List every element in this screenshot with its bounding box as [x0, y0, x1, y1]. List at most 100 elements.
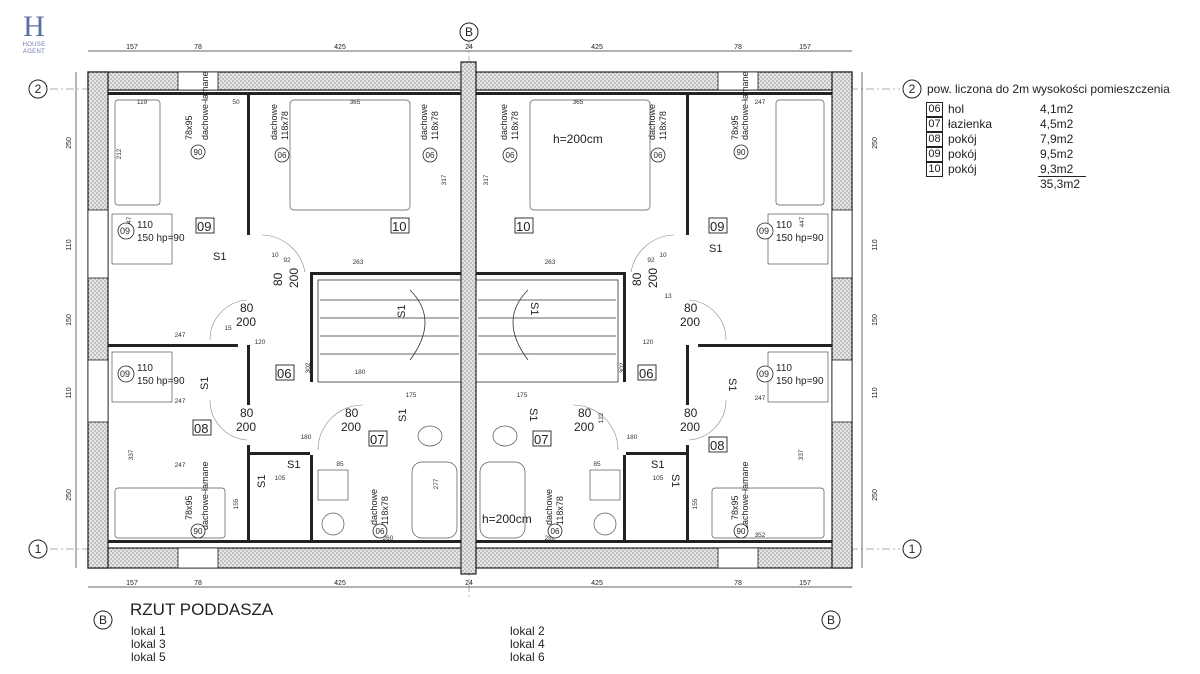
axis-bubbles — [28, 22, 922, 630]
legend-row: 08 pokój 7,9m2 — [926, 132, 1086, 147]
marker-90: 90 — [194, 527, 203, 536]
marker-90: 90 — [737, 527, 746, 536]
window-size-bl: 78x95 — [184, 495, 194, 520]
dim-top-2: 425 — [334, 44, 346, 51]
axis-label-1-right: 1 — [909, 542, 916, 556]
lokal-right-2: lokal 6 — [510, 650, 545, 664]
axis-label-2-left: 2 — [35, 82, 42, 96]
door-height: 200 — [646, 268, 660, 288]
inner-dim: 175 — [517, 392, 528, 399]
inner-dim: 317 — [441, 174, 448, 185]
door-width: 80 — [345, 406, 359, 420]
party-wall — [460, 61, 477, 575]
inner-dim: 50 — [232, 99, 240, 106]
marker-90: 90 — [737, 148, 746, 157]
room-tag-10-left: 10 — [392, 219, 406, 234]
inner-dim: 119 — [137, 99, 148, 106]
marker-06: 06 — [376, 527, 385, 536]
room-tag-08-right: 08 — [710, 438, 724, 453]
height-note-top: h=200cm — [553, 132, 603, 146]
door-width: 80 — [240, 301, 254, 315]
window-size-4: 118x78 — [658, 111, 668, 140]
sill-label: 150 hp=90 — [776, 376, 824, 387]
sill-width: 110 — [137, 220, 153, 231]
inner-dim: 365 — [573, 99, 584, 106]
room-tag-07-right: 07 — [534, 432, 548, 447]
marker-06: 06 — [506, 151, 515, 160]
door-width: 80 — [684, 406, 698, 420]
inner-dim: 247 — [175, 462, 186, 469]
window-label-1: dachowe — [269, 104, 279, 140]
window-label-5: dachowe — [369, 489, 379, 525]
door-height: 200 — [287, 268, 301, 288]
dim-right-0: 250 — [872, 137, 879, 149]
inner-dim: 120 — [643, 339, 654, 346]
legend-num: 06 — [926, 102, 943, 117]
legend-room-name: pokój — [948, 147, 977, 161]
axis-label-b-top: B — [465, 25, 473, 39]
inner-dim: 280 — [545, 535, 556, 542]
dim-bottom-4: 425 — [591, 580, 603, 587]
interior-walls — [108, 92, 832, 543]
legend-room-name: hol — [948, 102, 965, 116]
dim-left-3: 110 — [66, 387, 73, 398]
window-size-2: 118x78 — [430, 111, 440, 140]
door-height: 200 — [574, 420, 594, 434]
inner-dim: 105 — [653, 475, 664, 482]
door-width: 80 — [630, 272, 644, 286]
inner-dim: 302 — [305, 362, 312, 373]
inner-dim: 175 — [406, 392, 417, 399]
marker-06: 06 — [654, 151, 663, 160]
door-width: 80 — [684, 301, 698, 315]
window-tag-top-right: dachowe-łamane — [740, 71, 750, 140]
legend-num: 09 — [926, 147, 943, 162]
door-height: 200 — [341, 420, 361, 434]
inner-dim: 92 — [283, 257, 291, 264]
sill-tag: 09 — [120, 369, 130, 379]
door-swings — [209, 234, 727, 451]
inner-dim: 10 — [659, 252, 667, 259]
axis-label-2-right: 2 — [909, 82, 916, 96]
sill-tag: 09 — [759, 369, 769, 379]
legend-room-name: pokój — [948, 132, 977, 146]
marker-06: 06 — [551, 527, 560, 536]
legend-row: 09 pokój 9,5m2 — [926, 147, 1086, 162]
dim-right-2: 150 — [872, 314, 879, 326]
door-height: 200 — [680, 315, 700, 329]
legend-room-area: 9,3m2 — [1040, 162, 1074, 176]
dim-top-3: 24 — [465, 44, 473, 51]
marker-90: 90 — [194, 148, 203, 157]
window-size-tl: 78x95 — [184, 115, 194, 140]
area-legend: 06 hol 4,1m2 07 łazienka 4,5m2 08 pokój … — [926, 102, 1086, 192]
inner-dim: 92 — [647, 257, 655, 264]
room-tag-09-left: 09 — [197, 219, 211, 234]
lokal-right-0: lokal 2 — [510, 624, 545, 638]
house-agent-logo: H HOUSE AGENT — [14, 12, 54, 56]
legend-num: 07 — [926, 117, 943, 132]
dimension-lines — [75, 50, 863, 588]
inner-dim: 212 — [116, 148, 123, 159]
window-size-br: 78x95 — [730, 495, 740, 520]
sill-label: 150 hp=90 — [776, 233, 824, 244]
inner-dim: 10 — [271, 252, 279, 259]
legend-room-area: 9,5m2 — [1040, 147, 1074, 161]
inner-dim: 15 — [224, 325, 232, 332]
dim-left-1: 110 — [66, 239, 73, 250]
s1-label: S1 — [669, 474, 681, 487]
inner-dim: 263 — [353, 259, 364, 266]
window-tag-bottom-right: dachowe-łamane — [740, 461, 750, 530]
window-size-3: 118x78 — [510, 111, 520, 140]
inner-dim: 180 — [301, 434, 312, 441]
marker-06: 06 — [426, 151, 435, 160]
room-tag-07-left: 07 — [370, 432, 384, 447]
window-label-6: dachowe — [544, 489, 554, 525]
legend-row: 10 pokój 9,3m2 — [926, 162, 1086, 177]
inner-dim: 180 — [627, 434, 638, 441]
inner-dim: 263 — [545, 259, 556, 266]
s1-label: S1 — [709, 243, 722, 255]
inner-dim: 155 — [233, 498, 240, 509]
door-width: 80 — [271, 272, 285, 286]
dim-top-1: 78 — [194, 44, 202, 51]
inner-dim: 120 — [255, 339, 266, 346]
